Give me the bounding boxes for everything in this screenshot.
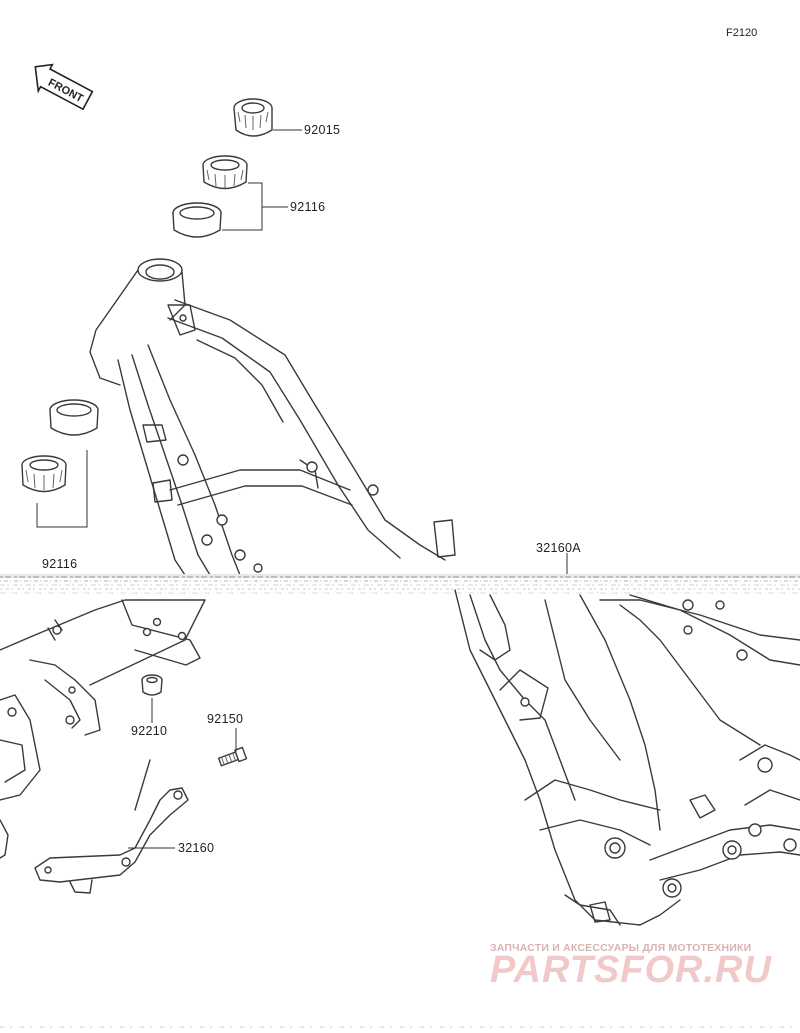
scan-seam [0, 574, 800, 594]
part-label-92015: 92015 [304, 123, 340, 137]
hex-nut-icon [141, 674, 163, 696]
part-label-92116-upper: 92116 [290, 200, 325, 214]
upper-bearing-icon [202, 155, 248, 190]
part-label-92150: 92150 [207, 712, 243, 726]
leader-92116-lower [36, 450, 88, 528]
steering-stem-nut-icon [233, 98, 273, 137]
upper-race-icon [172, 202, 222, 238]
rear-frame [0, 589, 800, 926]
part-label-32160: 32160 [178, 841, 214, 855]
watermark-brand-logo: PARTSFOR.RU [490, 949, 772, 991]
watermark-tagline: ЗАПЧАСТИ И АКСЕССУАРЫ ДЛЯ МОТОТЕХНИКИ [490, 942, 751, 954]
lower-bearing-icon [21, 455, 67, 493]
leader-92116-upper [222, 182, 288, 231]
bracket-icon [34, 759, 189, 894]
part-label-32160a: 32160A [536, 541, 581, 555]
main-frame [89, 258, 456, 576]
part-label-92116-lower: 92116 [42, 557, 77, 571]
lower-race-icon [49, 399, 99, 436]
figure-code: F2120 [726, 27, 757, 39]
part-label-92210: 92210 [131, 724, 167, 738]
watermark: ЗАПЧАСТИ И АКСЕССУАРЫ ДЛЯ МОТОТЕХНИКИ PA… [490, 942, 772, 991]
bolt-icon [217, 746, 248, 767]
front-arrow-icon: FRONT [34, 63, 94, 111]
